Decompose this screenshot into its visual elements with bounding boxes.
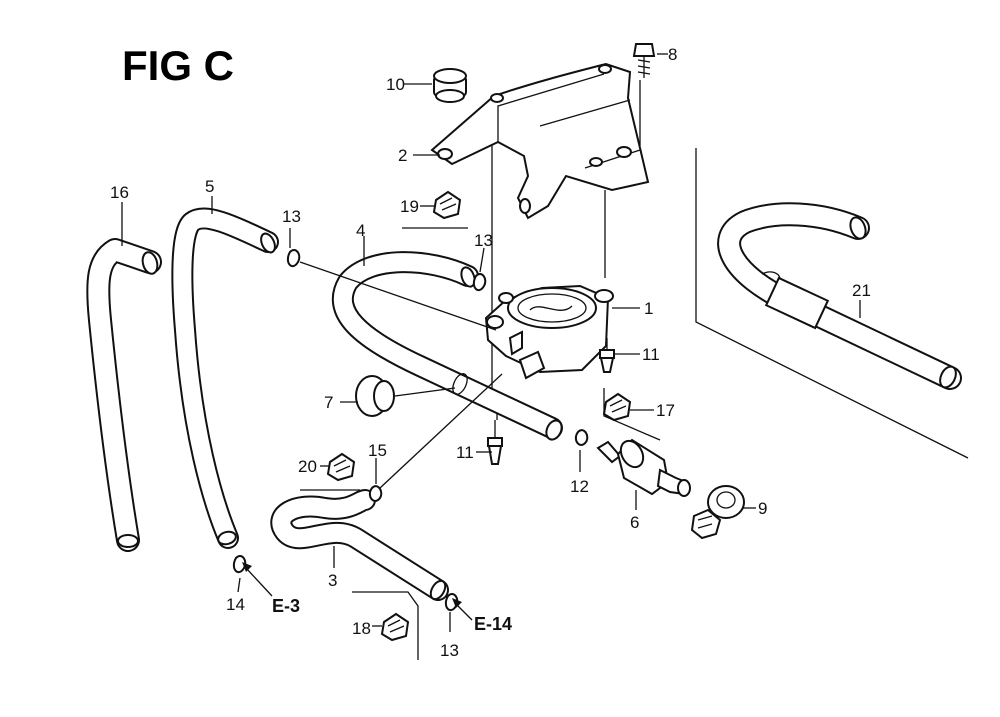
hose-3 <box>270 489 449 601</box>
figure-title: FIG C <box>122 42 234 89</box>
fuel-cut-solenoid <box>596 438 691 497</box>
callout-11-lower: 11 <box>456 443 474 462</box>
mounting-bracket <box>430 62 650 220</box>
callout-12: 12 <box>570 477 589 496</box>
grommet-7 <box>355 375 456 417</box>
clip-15 <box>368 485 383 502</box>
callout-9: 9 <box>758 499 767 518</box>
clip-12 <box>574 429 589 446</box>
callout-11-upper: 11 <box>642 345 660 364</box>
hose-4 <box>331 251 563 441</box>
callout-20: 20 <box>298 457 317 476</box>
clamp-18 <box>352 591 419 660</box>
grommet-10 <box>433 68 467 103</box>
callout-5: 5 <box>205 177 214 196</box>
callout-1: 1 <box>644 299 653 318</box>
screw-11-lower <box>487 420 503 465</box>
callout-13-bottom: 13 <box>440 641 459 660</box>
callout-19: 19 <box>400 197 419 216</box>
clamp-17 <box>602 388 661 441</box>
hose-5 <box>171 207 279 549</box>
reference-arrows <box>242 562 473 621</box>
callout-18: 18 <box>352 619 371 638</box>
clip-13-left <box>286 249 301 268</box>
clip-13-mid <box>472 273 487 292</box>
callout-13-mid: 13 <box>474 231 493 250</box>
callout-4: 4 <box>356 221 365 240</box>
bolt-8 <box>632 43 656 78</box>
clip-14 <box>232 555 247 574</box>
callout-8: 8 <box>668 45 677 64</box>
callout-7: 7 <box>324 393 333 412</box>
washer-9 <box>690 485 745 540</box>
callout-16: 16 <box>110 183 129 202</box>
callout-3: 3 <box>328 571 337 590</box>
hose-21 <box>717 202 962 390</box>
fuel-pump <box>484 284 614 380</box>
leader-lines <box>121 53 861 632</box>
callout-15: 15 <box>368 441 387 460</box>
reference-e14: E-14 <box>474 614 512 634</box>
clamp-20 <box>300 452 360 491</box>
callout-21: 21 <box>852 281 871 300</box>
callout-17: 17 <box>656 401 675 420</box>
section-frame <box>695 148 969 459</box>
callout-14: 14 <box>226 595 245 614</box>
hose-16 <box>86 238 162 552</box>
callout-13-left: 13 <box>282 207 301 226</box>
clamp-19 <box>402 190 468 229</box>
callout-10: 10 <box>386 75 405 94</box>
reference-e3: E-3 <box>272 596 300 616</box>
callout-2: 2 <box>398 146 407 165</box>
callout-6: 6 <box>630 513 639 532</box>
